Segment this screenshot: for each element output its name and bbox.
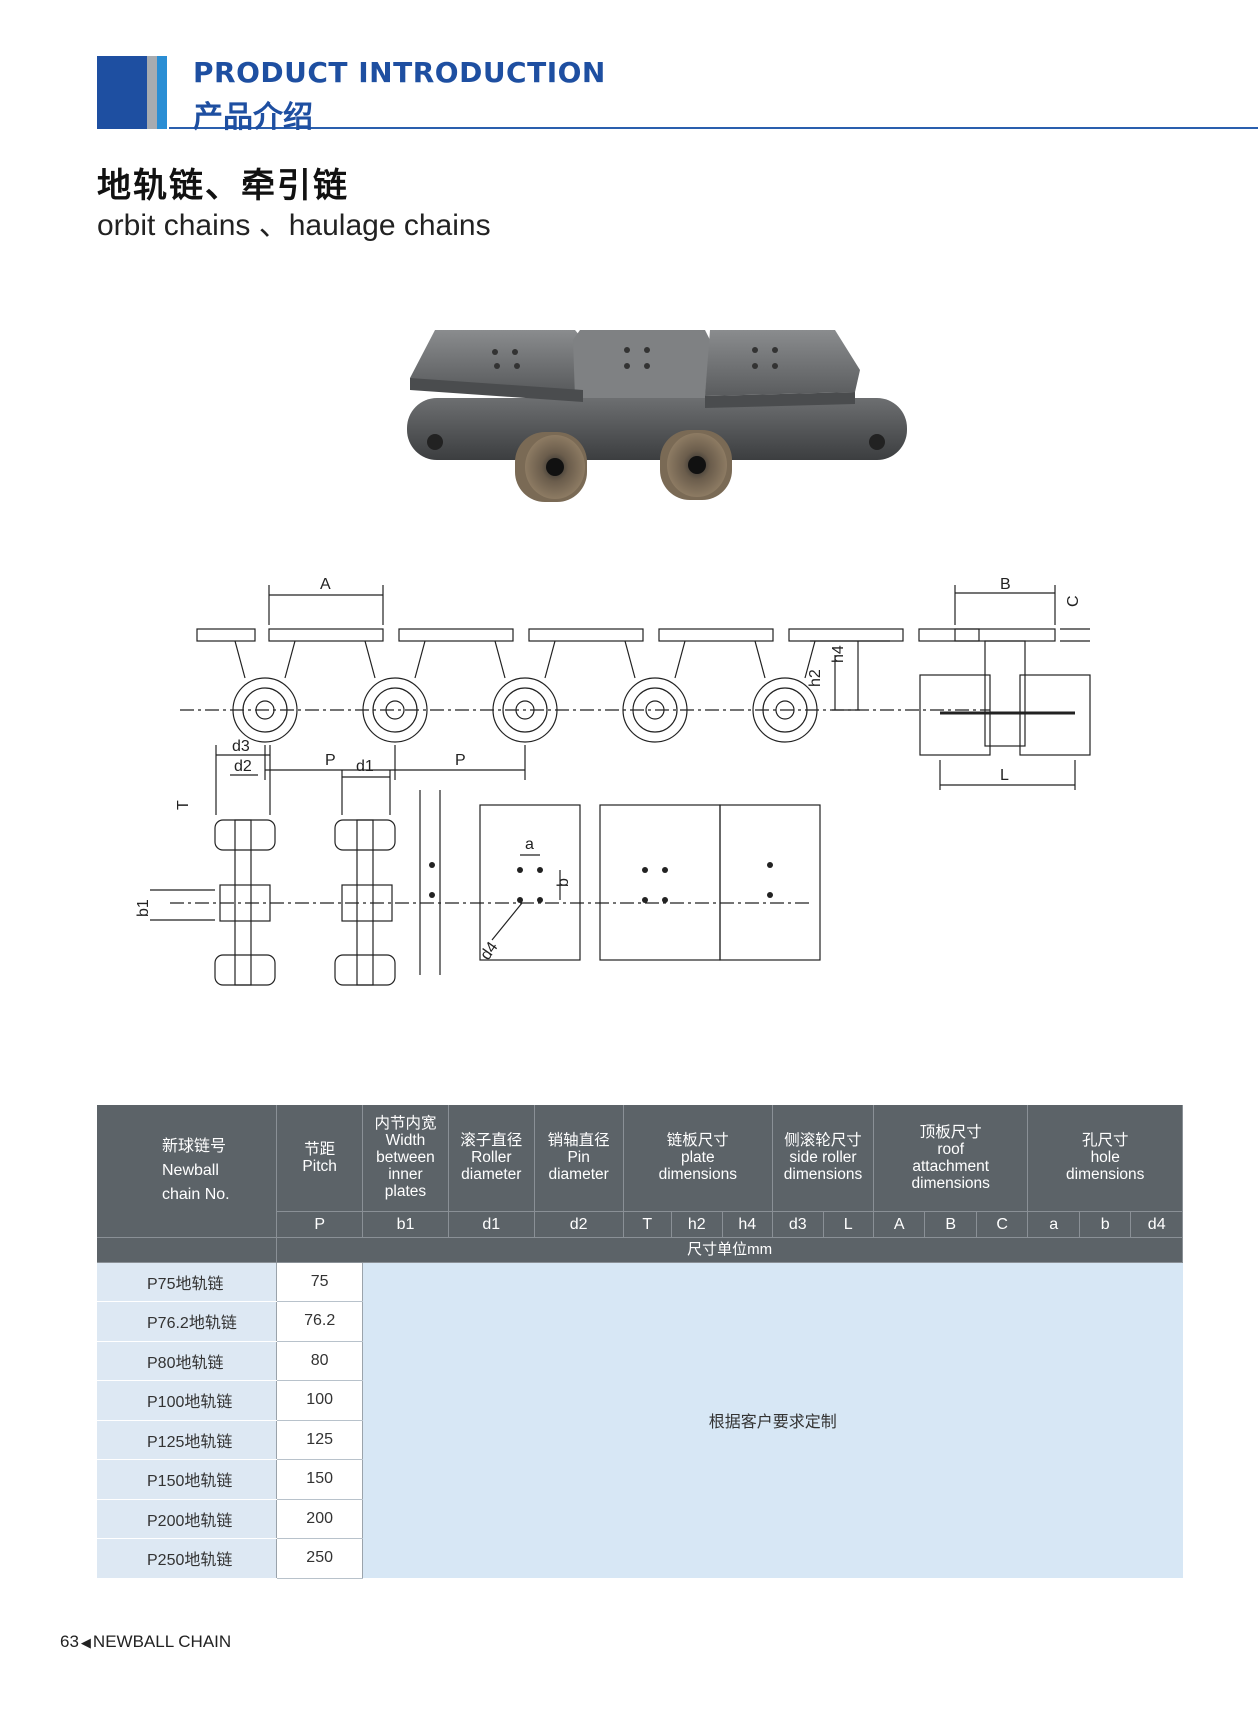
pitch-cell: 150	[276, 1459, 364, 1500]
chain-technical-drawing: A P P h2 h4 B C L d3 d2 d1 T b1	[135, 576, 1091, 986]
symbol-d3: d3	[772, 1211, 824, 1238]
header-color-block	[97, 56, 169, 129]
dim-label-h2: h2	[807, 669, 824, 687]
symbol-a-upper: A	[873, 1211, 926, 1238]
dim-label-t: T	[175, 800, 192, 810]
custom-note: 根据客户要求定制	[362, 1262, 1183, 1578]
dim-label-b-lower: b	[555, 878, 572, 887]
page-number: 63	[60, 1632, 79, 1651]
model-cell: P80地轨链	[97, 1341, 278, 1381]
model-cell: P76.2地轨链	[97, 1301, 278, 1342]
pitch-cell: 250	[276, 1538, 364, 1579]
dim-label-b-upper: B	[1000, 576, 1011, 593]
symbol-d4: d4	[1130, 1211, 1183, 1238]
symbol-p: P	[276, 1211, 364, 1238]
dim-label-b1: b1	[135, 899, 152, 917]
symbol-t: T	[623, 1211, 673, 1238]
pitch-cell: 80	[276, 1341, 364, 1381]
table-row: P75地轨链 75 根据客户要求定制	[97, 1262, 1183, 1578]
table-row: P250地轨链 250	[97, 1538, 1183, 1579]
header-rule	[169, 127, 1258, 129]
col-group-roller-diameter: 滚子直径 Roller diameter	[448, 1105, 535, 1212]
unit-row: 尺寸单位mm	[276, 1237, 1183, 1263]
col-group-hole-dimensions: 孔尺寸 hole dimensions	[1027, 1105, 1183, 1212]
symbol-d2: d2	[534, 1211, 624, 1238]
col-group-plate-dimensions: 链板尺寸 plate dimensions	[623, 1105, 774, 1212]
symbol-c: C	[976, 1211, 1029, 1238]
table-row: P80地轨链 80	[97, 1341, 1183, 1381]
model-cell: P125地轨链	[97, 1420, 278, 1460]
header-title-en: PRODUCT INTRODUCTION	[193, 56, 606, 89]
table-row: P200地轨链 200	[97, 1499, 1183, 1539]
pitch-cell: 200	[276, 1499, 364, 1539]
symbol-b1: b1	[362, 1211, 449, 1238]
dim-label-d1: d1	[356, 758, 374, 775]
symbol-h4: h4	[722, 1211, 774, 1238]
col-group-pitch: 节距 Pitch	[276, 1105, 364, 1212]
col-group-roof-attachment: 顶板尺寸 roof attachment dimensions	[873, 1105, 1029, 1212]
page-footer: 63◀NEWBALL CHAIN	[60, 1632, 231, 1652]
triangle-left-icon: ◀	[80, 1635, 91, 1650]
product-title-en: orbit chains 、haulage chains	[97, 209, 491, 242]
table-row: P150地轨链 150	[97, 1459, 1183, 1500]
pitch-cell: 75	[276, 1262, 364, 1302]
pitch-cell: 100	[276, 1380, 364, 1421]
unit-spacer	[97, 1237, 278, 1263]
model-header: 新球链号 Newball chain No.	[97, 1105, 278, 1238]
dim-label-d2: d2	[234, 758, 252, 775]
table-row: P76.2地轨链 76.2	[97, 1301, 1183, 1342]
model-cell: P200地轨链	[97, 1499, 278, 1539]
product-title-cn: 地轨链、牵引链	[97, 166, 349, 206]
symbol-b-lower: b	[1079, 1211, 1132, 1238]
footer-brand: NEWBALL CHAIN	[92, 1632, 232, 1651]
dim-label-a-lower: a	[525, 836, 534, 853]
dim-label-h4: h4	[830, 645, 847, 663]
symbol-d1: d1	[448, 1211, 535, 1238]
col-group-pin-diameter: 销轴直径 Pin diameter	[534, 1105, 624, 1212]
chain-photo	[407, 330, 907, 502]
dim-label-p1: P	[325, 752, 336, 769]
table-row: P125地轨链 125	[97, 1420, 1183, 1460]
model-cell: P75地轨链	[97, 1262, 278, 1302]
pitch-cell: 125	[276, 1420, 364, 1460]
symbol-l: L	[823, 1211, 874, 1238]
spec-table: 新球链号 Newball chain No. 节距 Pitch 内节内宽 Wid…	[97, 1105, 1183, 1579]
table-row: P100地轨链 100	[97, 1380, 1183, 1421]
dim-label-d3: d3	[232, 738, 250, 755]
pitch-cell: 76.2	[276, 1301, 364, 1342]
col-group-side-roller: 侧滚轮尺寸 side roller dimensions	[772, 1105, 874, 1212]
dim-label-l: L	[1000, 767, 1009, 784]
dim-label-c: C	[1065, 595, 1082, 607]
symbol-a-lower: a	[1027, 1211, 1080, 1238]
dim-label-a: A	[320, 576, 331, 593]
col-group-inner-width: 内节内宽 Width between inner plates	[362, 1105, 449, 1212]
symbol-h2: h2	[671, 1211, 723, 1238]
symbol-b-upper: B	[924, 1211, 977, 1238]
header-title-cn: 产品介绍	[193, 100, 313, 135]
model-cell: P250地轨链	[97, 1538, 278, 1579]
model-cell: P100地轨链	[97, 1380, 278, 1421]
dim-label-p2: P	[455, 752, 466, 769]
model-cell: P150地轨链	[97, 1459, 278, 1500]
